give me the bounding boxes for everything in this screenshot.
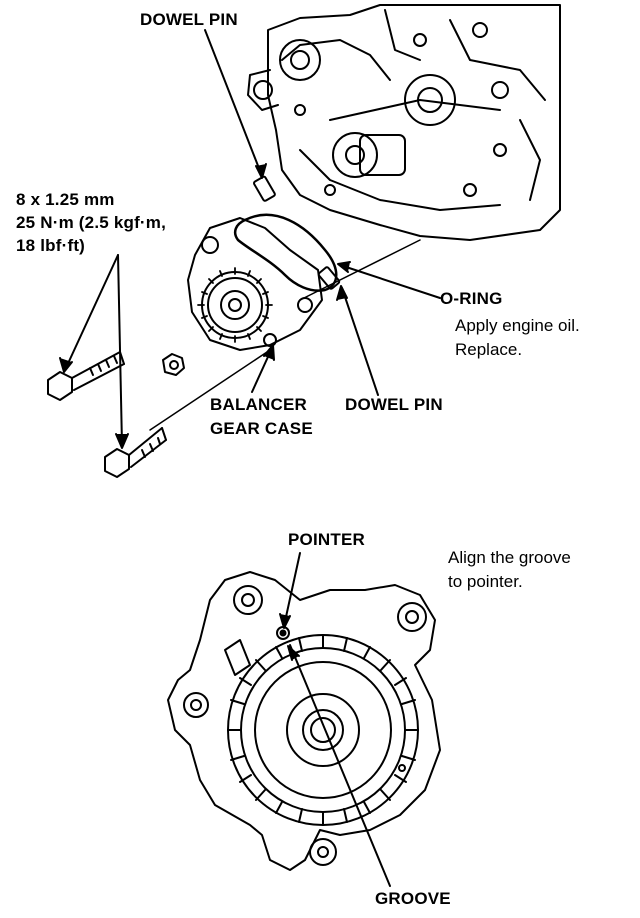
bolt-lower: [104, 427, 167, 478]
leader-lines-top: [59, 29, 441, 449]
label-align-note-2: to pointer.: [448, 572, 523, 591]
label-align-note-1: Align the groove: [448, 548, 571, 567]
hex-nut: [162, 353, 185, 376]
label-dowel-pin-top: DOWEL PIN: [140, 10, 238, 29]
bolt-upper: [47, 351, 125, 401]
label-groove: GROOVE: [375, 889, 451, 908]
label-o-ring: O-RING: [440, 289, 503, 308]
engine-block: [247, 4, 561, 241]
label-balancer: BALANCER: [210, 395, 307, 414]
label-gear-case: GEAR CASE: [210, 419, 313, 438]
label-pointer: POINTER: [288, 530, 365, 549]
o-ring: [233, 213, 338, 292]
label-dowel-pin-bottom: DOWEL PIN: [345, 395, 443, 414]
label-o-ring-note-oil: Apply engine oil.: [455, 316, 580, 335]
gear-case-detail: [167, 571, 441, 871]
label-bolt-torque: 25 N·m (2.5 kgf·m,: [16, 213, 167, 232]
dowel-pin-top: [253, 175, 276, 202]
label-o-ring-note-replace: Replace.: [455, 340, 523, 359]
gear-teeth: [227, 634, 419, 826]
assembly-guide-line: [149, 239, 421, 431]
balancer-gear-case: [187, 217, 323, 351]
dowel-pin-lower: [317, 266, 341, 290]
label-bolt-size: 8 x 1.25 mm: [16, 190, 115, 209]
leader-lines-bottom: [279, 552, 391, 887]
label-bolt-torque-imperial: 18 lbf·ft): [16, 236, 86, 255]
